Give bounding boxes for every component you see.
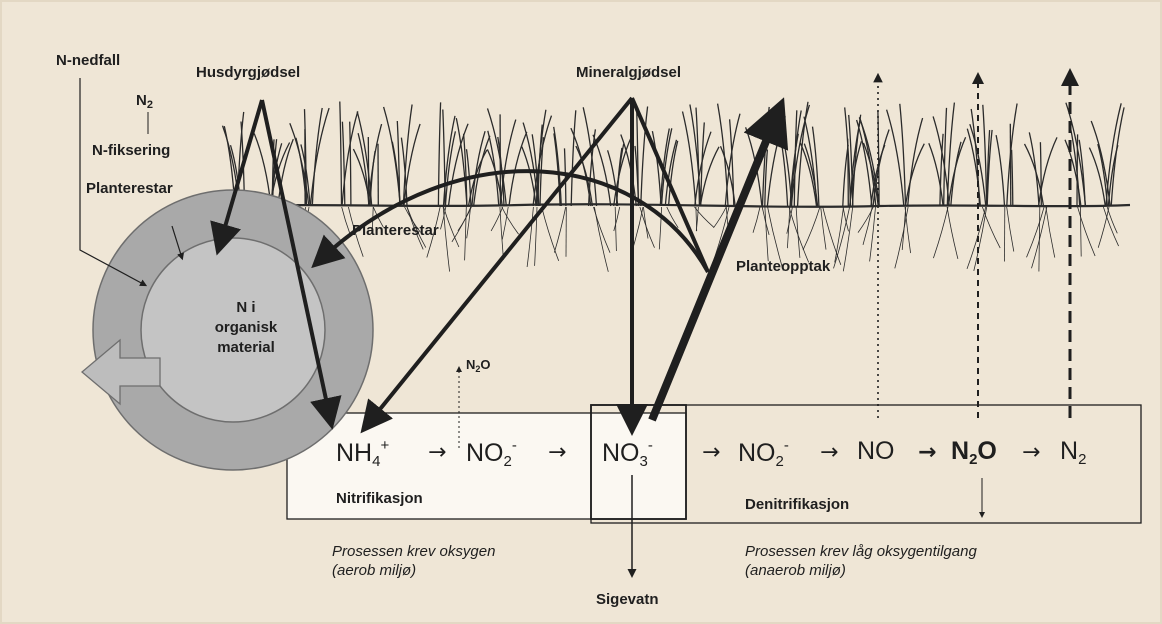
nitrification-label: Nitrifikasjon [336, 490, 423, 507]
anaerobic-note: Prosessen krev låg oksygentilgang (anaer… [745, 542, 977, 580]
grass-blade [1010, 124, 1011, 206]
nitrite-formula: NO2- [466, 437, 517, 470]
denitrification-label: Denitrifikasjon [745, 496, 849, 513]
nitrous-oxide-formula: N2O [951, 437, 997, 468]
nitric-oxide-formula: NO [857, 437, 895, 466]
chain-arrow-6: → [1022, 440, 1040, 465]
plant-uptake-label: Planteopptak [736, 258, 830, 275]
dinitrogen-formula: N2 [1060, 437, 1086, 468]
ammonium-formula: NH4+ [336, 437, 389, 470]
chain-arrow-3: → [702, 440, 720, 465]
n-fixation-label: N-fiksering [92, 142, 170, 159]
plant-residue-mid-label: Planterestar [352, 222, 439, 239]
organic-n-label: N i organisk material [196, 298, 296, 358]
leaching-label: Sigevatn [596, 591, 659, 608]
nitrate-formula: NO3- [602, 437, 653, 470]
chain-arrow-4: → [820, 440, 838, 465]
nitrite-denitrification-formula: NO2- [738, 437, 789, 470]
n2-fixation-source-label: N2 [136, 92, 153, 111]
aerobic-note: Prosessen krev oksygen (aerob miljø) [332, 542, 495, 580]
plant-residue-left-label: Planterestar [86, 180, 173, 197]
manure-label: Husdyrgjødsel [196, 64, 300, 81]
chain-arrow-1: → [428, 440, 446, 465]
n-deposition-label: N-nedfall [56, 52, 120, 69]
chain-arrow-5: → [918, 440, 936, 465]
mineral-fertilizer-label: Mineralgjødsel [576, 64, 681, 81]
n2o-nitrification-label: N2O [466, 357, 491, 374]
chain-arrow-2: → [548, 440, 566, 465]
